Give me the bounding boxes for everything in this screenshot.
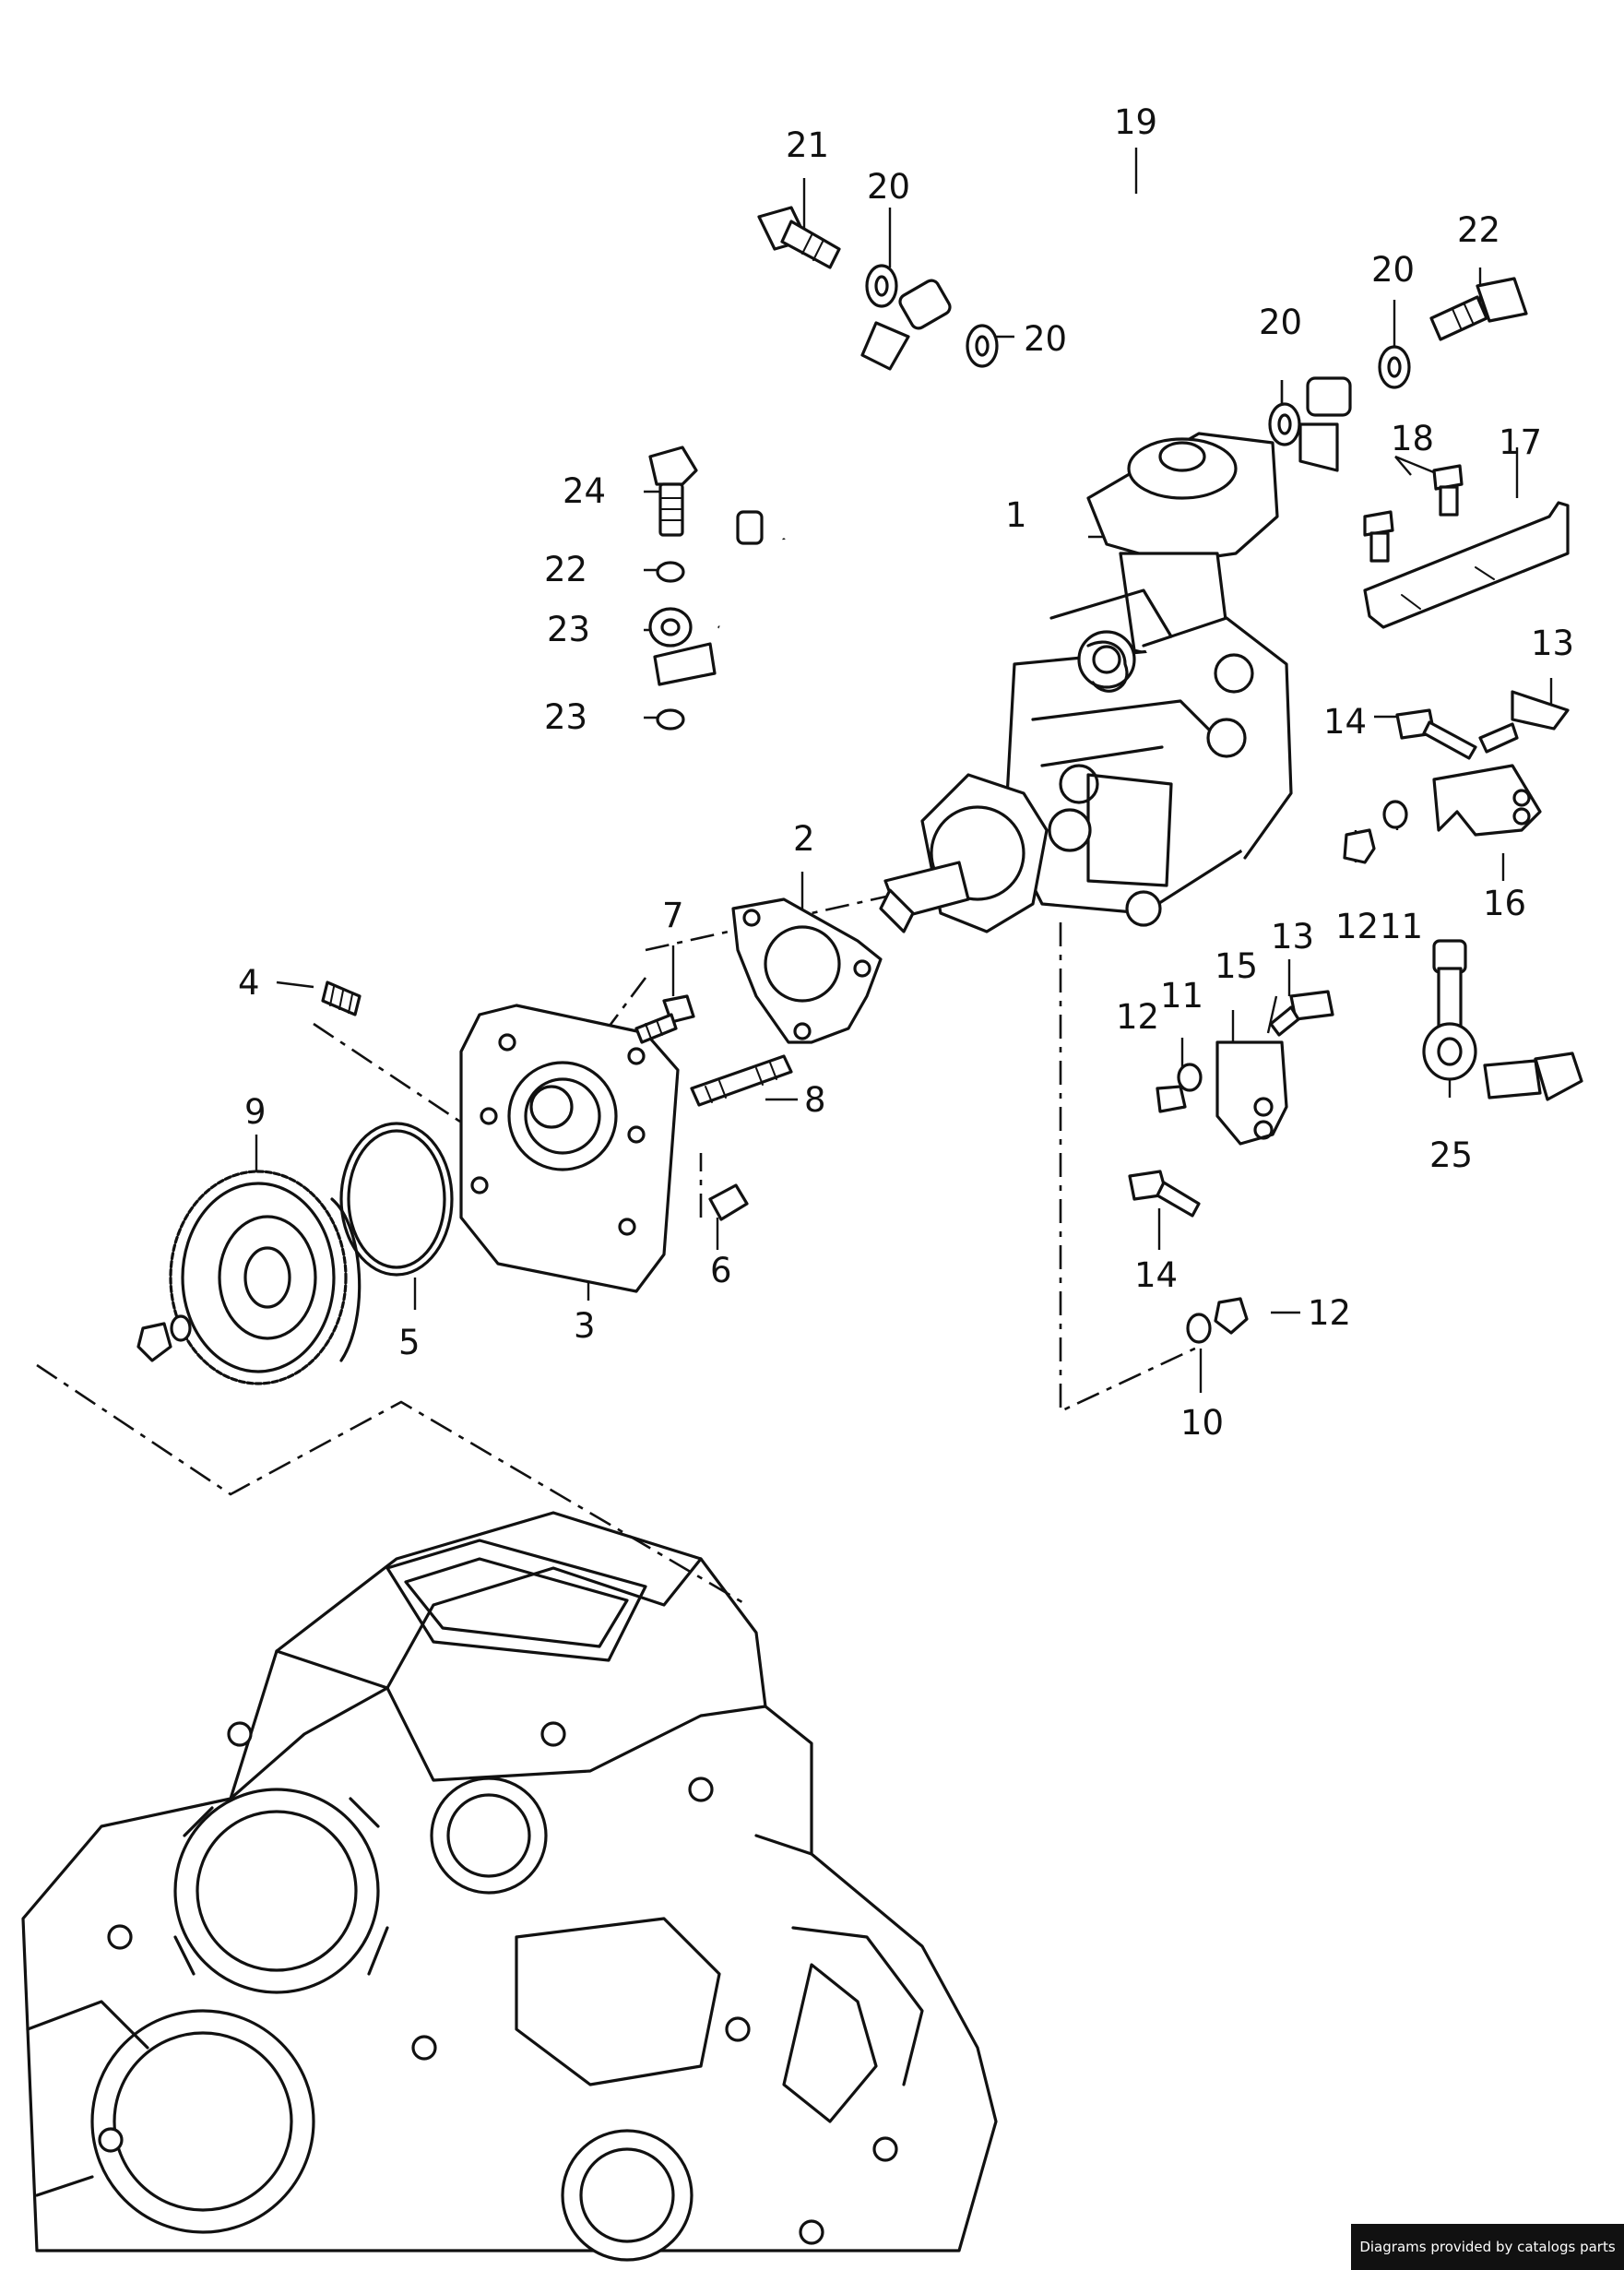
callout-12-c: 12	[1308, 1293, 1351, 1333]
callout-13-mid: 13	[1271, 917, 1314, 957]
bolt-7	[634, 994, 695, 1044]
callout-2: 2	[793, 819, 815, 859]
callout-19: 19	[1114, 102, 1157, 142]
callout-21-right: 22	[1457, 210, 1500, 250]
callout-12-a: 12	[1335, 907, 1379, 946]
callout-16: 16	[1483, 884, 1526, 923]
stud-8	[690, 1054, 793, 1107]
callout-18: 18	[1391, 419, 1434, 458]
bracket-16	[1343, 690, 1570, 864]
credit-badge: Diagrams provided by catalogs parts	[1351, 2224, 1624, 2270]
injection-pump	[879, 432, 1293, 933]
callout-24: 24	[563, 471, 606, 511]
callout-4: 4	[238, 963, 260, 1003]
callout-21-left: 21	[786, 125, 829, 165]
bracket-15	[1128, 990, 1334, 1218]
callout-9: 9	[244, 1092, 267, 1132]
bracket-17	[1363, 501, 1570, 629]
callout-5: 5	[398, 1323, 421, 1362]
banjo-bolt-left	[757, 206, 841, 269]
stud-4	[321, 980, 362, 1016]
callout-22-b: 23	[544, 697, 587, 737]
callout-6: 6	[710, 1251, 732, 1290]
callout-23: 23	[547, 610, 590, 649]
return-pipe-assembly	[648, 446, 798, 731]
callout-14-top: 14	[1323, 702, 1367, 742]
banjo-bolt-right	[1429, 277, 1528, 341]
callout-11-b: 11	[1160, 976, 1203, 1016]
pump-gear	[136, 1170, 362, 1385]
bolts-18	[1363, 464, 1464, 563]
callout-13-top: 13	[1531, 624, 1574, 663]
callout-22-a: 22	[544, 550, 587, 589]
callout-11-a: 11	[1380, 907, 1423, 946]
flange-plate	[459, 1004, 680, 1293]
engine-block-housing	[21, 1511, 998, 2262]
callout-3: 3	[574, 1306, 596, 1346]
gasket	[731, 897, 883, 1044]
fuel-line-assembly	[860, 204, 1411, 472]
callout-20-c: 20	[1259, 303, 1302, 342]
callout-20-b: 20	[1024, 319, 1067, 359]
callout-8: 8	[804, 1080, 826, 1120]
o-ring	[339, 1122, 454, 1277]
callout-14-mid: 14	[1134, 1255, 1178, 1295]
callout-7: 7	[662, 896, 684, 935]
callout-15: 15	[1215, 946, 1258, 986]
callout-12-b: 12	[1116, 997, 1159, 1037]
callout-10: 10	[1180, 1403, 1224, 1443]
dowel-pin-6	[708, 1183, 749, 1221]
callout-1: 1	[1005, 495, 1027, 535]
callout-labels: 21 19 20 20 20 20 22 18 17 24 1 22 23 13…	[238, 102, 1574, 1443]
callout-25: 25	[1429, 1135, 1473, 1175]
callout-20-d: 20	[1371, 250, 1415, 290]
callout-17: 17	[1499, 422, 1542, 462]
banjo-connector-25	[1422, 939, 1583, 1101]
callout-20-a: 20	[867, 167, 910, 207]
washer-10-nut-12	[1186, 1297, 1249, 1344]
